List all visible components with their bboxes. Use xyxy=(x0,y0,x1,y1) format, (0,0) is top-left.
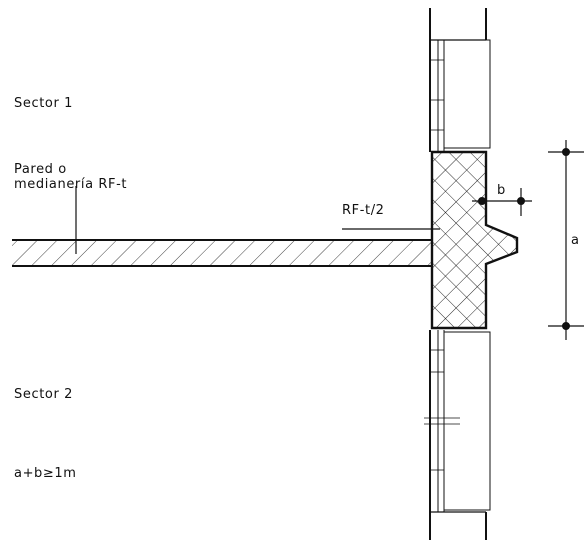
fire-resistant-band xyxy=(430,150,519,330)
wall-label-line1: Pared o xyxy=(14,162,67,177)
facade-wall-lower xyxy=(424,330,491,540)
wall-label-line2: medianería RF-t xyxy=(14,177,127,192)
rf-half-label: RF-t/2 xyxy=(342,203,385,218)
sector-1-label: Sector 1 xyxy=(14,96,73,111)
dimension-a xyxy=(548,140,584,340)
condition-label: a+b≥1m xyxy=(14,466,77,481)
sector-2-label: Sector 2 xyxy=(14,387,73,402)
facade-wall-upper xyxy=(429,8,491,152)
dimension-a-label: a xyxy=(571,233,580,248)
dimension-b xyxy=(472,188,532,216)
partition-wall xyxy=(12,239,432,267)
dimension-b-label: b xyxy=(497,183,506,198)
